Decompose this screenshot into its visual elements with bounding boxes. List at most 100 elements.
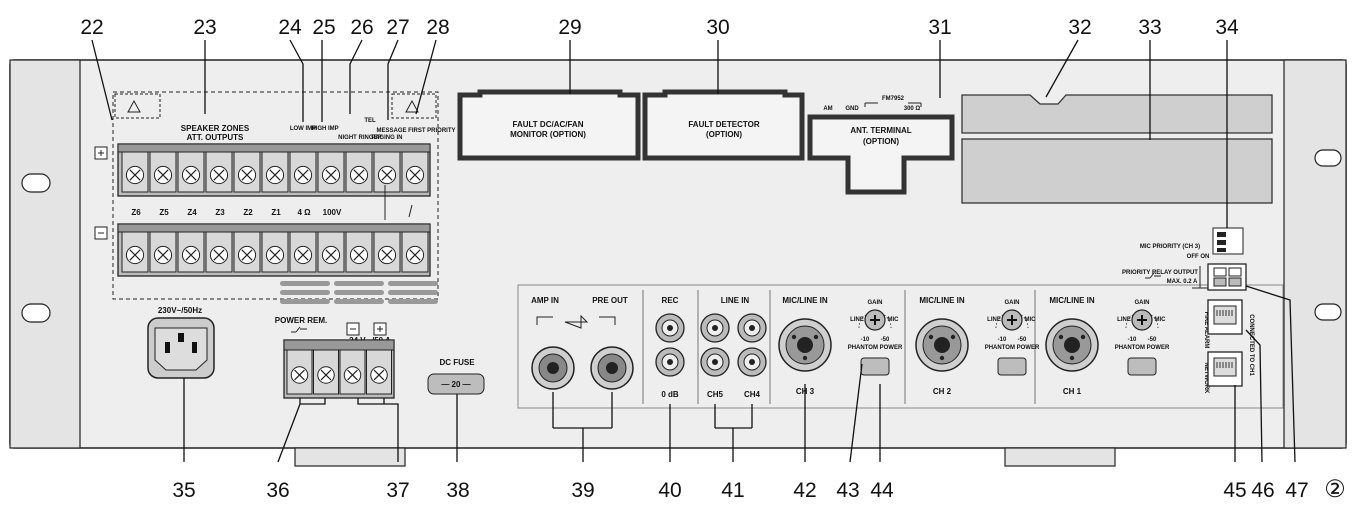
ch5-l-rca-jack[interactable]: [700, 313, 730, 343]
speaker-terminal-minus[interactable]: [261, 231, 289, 273]
speaker-terminal-minus[interactable]: [121, 231, 149, 273]
phantom-power-switch[interactable]: [860, 357, 890, 376]
speaker-terminal-plus[interactable]: [401, 151, 429, 193]
priority-relay-terminal[interactable]: [1207, 263, 1247, 291]
fire-alarm-rj45-port[interactable]: [1207, 299, 1243, 335]
fault-monitor-label: FAULT DC/AC/FAN: [513, 120, 584, 129]
speaker-terminal-minus[interactable]: [205, 231, 233, 273]
mic-priority-label: MIC PRIORITY (CH 3): [1140, 244, 1200, 250]
callout-42: 42: [793, 479, 816, 502]
gain-knob[interactable]: [864, 309, 886, 331]
power-terminal[interactable]: [366, 349, 392, 395]
xlr-combo-jack[interactable]: [1045, 318, 1099, 372]
ch5-r-rca-jack[interactable]: [700, 347, 730, 377]
rec-l-rca-jack[interactable]: [655, 313, 685, 343]
phantom-power-switch[interactable]: [1127, 357, 1157, 376]
pre-out-label: PRE OUT: [592, 296, 628, 305]
power-terminal[interactable]: [313, 349, 339, 395]
odb-label: 0 dB: [661, 390, 679, 399]
speaker-terminal-minus[interactable]: [149, 231, 177, 273]
speaker-terminal-plus[interactable]: [289, 151, 317, 193]
pre-out-jack[interactable]: [590, 346, 634, 390]
mains-label: 230V~/50Hz: [158, 306, 202, 315]
speaker-terminal-plus[interactable]: [149, 151, 177, 193]
bottom-foot: [294, 447, 406, 467]
blank-slot-lower: [961, 138, 1273, 204]
speaker-terminal-plus[interactable]: [233, 151, 261, 193]
speaker-terminal-minus[interactable]: [233, 231, 261, 273]
zone-label: Z6: [131, 208, 141, 217]
speaker-terminal-minus[interactable]: [345, 231, 373, 273]
ch4-l-rca-jack[interactable]: [737, 313, 767, 343]
callout-23: 23: [193, 16, 216, 39]
speaker-terminal-plus[interactable]: [345, 151, 373, 193]
line-label: LINE: [1117, 317, 1131, 323]
dc-fuse[interactable]: — 20 —: [427, 373, 485, 395]
plus-polarity-icon: [94, 146, 108, 160]
channel-label: CH 1: [1063, 387, 1082, 396]
iec-power-inlet[interactable]: [147, 317, 215, 379]
fault-detector-option-slot: FAULT DETECTOR (OPTION): [642, 89, 805, 161]
low-imp-label: LOW IMP: [290, 126, 316, 132]
speaker-terminal-minus[interactable]: [373, 231, 401, 273]
zone-label: Z5: [159, 208, 169, 217]
amp-in-jack[interactable]: [531, 346, 575, 390]
zone-label: Z4: [187, 208, 197, 217]
relay-switch-icon: [1145, 272, 1161, 279]
speaker-zones-title: SPEAKER ZONES: [181, 124, 250, 133]
gain-max: -50: [881, 337, 890, 343]
network-rj45-port[interactable]: [1207, 351, 1243, 387]
speaker-terminal-plus[interactable]: [121, 151, 149, 193]
callout-25: 25: [312, 16, 335, 39]
speaker-terminal-plus[interactable]: [177, 151, 205, 193]
zone-labels: Z6 Z5 Z4 Z3 Z2 Z1 4 Ω 100V: [131, 208, 342, 217]
gain-knob[interactable]: [1131, 309, 1153, 331]
callout-37: 37: [386, 479, 409, 502]
speaker-terminal-minus[interactable]: [289, 231, 317, 273]
callout-30: 30: [706, 16, 729, 39]
section-dividers: [642, 290, 1036, 404]
callout-32: 32: [1068, 16, 1091, 39]
speaker-terminal-minus[interactable]: [401, 231, 429, 273]
speaker-terminal-plus[interactable]: [317, 151, 345, 193]
am-label: AM: [823, 106, 832, 112]
speaker-terminal-minus[interactable]: [177, 231, 205, 273]
callout-27: 27: [386, 16, 409, 39]
callout-39: 39: [571, 479, 594, 502]
channel-label: CH 2: [933, 387, 952, 396]
callout-44: 44: [870, 479, 894, 502]
ch4-r-rca-jack[interactable]: [737, 347, 767, 377]
speaker-terminal-plus[interactable]: [205, 151, 233, 193]
phantom-power-switch[interactable]: [997, 357, 1027, 376]
message-first-priority-label: MESSAGE FIRST PRIORITY: [376, 128, 455, 134]
gain-label: GAIN: [1135, 300, 1150, 306]
zone-label: Z2: [243, 208, 253, 217]
off-on-label: OFF ON: [1187, 254, 1210, 260]
fault-detector-label: FAULT DETECTOR: [688, 120, 759, 129]
switch-icon: [291, 326, 307, 333]
callout-31: 31: [928, 16, 951, 39]
xlr-combo-jack[interactable]: [915, 318, 969, 372]
left-rack-slot: [21, 303, 51, 323]
callout-22: 22: [80, 16, 103, 39]
ch5-label: CH5: [707, 390, 724, 399]
rec-r-rca-jack[interactable]: [655, 347, 685, 377]
mic-priority-dip-switch[interactable]: [1212, 227, 1244, 255]
power-terminal-block: [283, 339, 395, 399]
speaker-terminal-plus[interactable]: [373, 151, 401, 193]
line-label: LINE: [850, 317, 864, 323]
amp-in-label: AMP IN: [531, 296, 559, 305]
speaker-terminal-minus[interactable]: [317, 231, 345, 273]
zone-label: Z3: [215, 208, 225, 217]
power-terminal[interactable]: [339, 349, 366, 395]
xlr-combo-jack[interactable]: [778, 318, 832, 372]
power-terminal[interactable]: [286, 349, 313, 395]
speaker-terminal-plus[interactable]: [261, 151, 289, 193]
mic-line-in-label: MIC/LINE IN: [1049, 296, 1095, 305]
ant-terminal-label: ANT. TERMINAL: [850, 126, 911, 135]
gain-knob[interactable]: [1001, 309, 1023, 331]
minus-polarity-icon: [94, 226, 108, 240]
